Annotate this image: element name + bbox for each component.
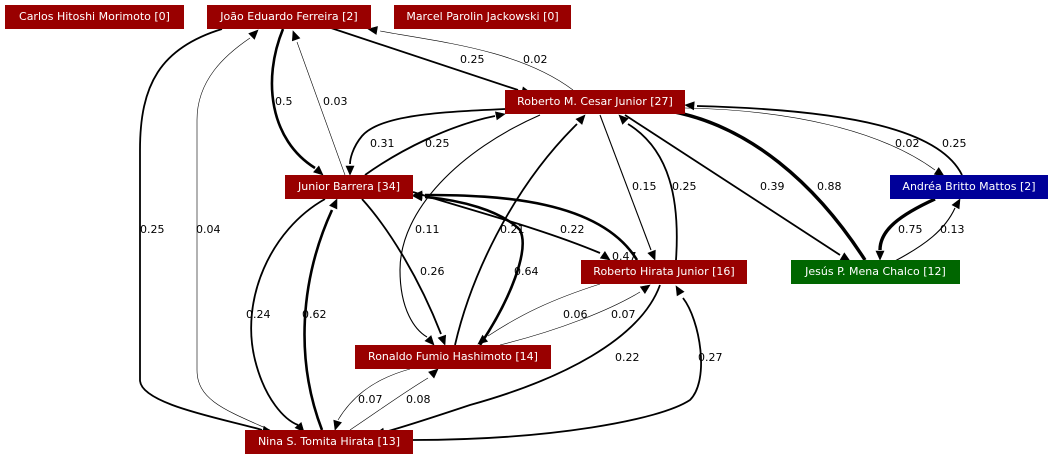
edge-label-rhirata-junior: 0.47 [612,250,637,263]
edge-nina-rhirata [412,297,702,441]
arrowhead-ronaldo-roberto [575,114,586,125]
node-joao-eduardo-ferreira[interactable]: João Eduardo Ferreira [2] [207,5,371,29]
edge-jesus-roberto [655,107,867,261]
edge-joao-nina [139,28,263,431]
edge-roberto-ronaldo [399,114,541,338]
arrowhead-andrea-jesus [875,250,885,261]
edge-roberto-andrea [684,107,936,171]
node-jesus-p-mena-chalco[interactable]: Jesús P. Mena Chalco [12] [791,260,960,284]
edge-label-ronaldo-rhirata: 0.07 [611,308,636,321]
node-junior-barrera[interactable]: Junior Barrera [34] [285,175,413,199]
arrowhead-nina-junior [329,198,338,210]
edge-andrea-roberto [696,105,963,176]
edge-joao-junior [270,28,316,170]
edge-label-joao-roberto: 0.25 [460,53,485,66]
edge-junior-roberto [364,115,496,176]
node-ronaldo-fumio-hashimoto[interactable]: Ronaldo Fumio Hashimoto [14] [355,345,551,369]
edge-label-roberto-rhirata: 0.15 [632,180,657,193]
edge-rhirata-nina [384,284,661,433]
arrowhead-roberto-junior [345,165,355,176]
arrowhead-nina-rhirata [675,285,685,297]
arrowhead-roberto-rhirata [647,249,656,261]
edge-label-rhirata-roberto: 0.25 [672,180,697,193]
node-carlos-hitoshi-morimoto[interactable]: Carlos Hitoshi Morimoto [0] [5,5,184,29]
edge-jesus-andrea [894,207,956,262]
edge-label-roberto-ronaldo: 0.11 [415,223,440,236]
edge-joao-roberto [330,27,519,91]
edge-label-nina-ronaldo: 0.08 [406,393,431,406]
edge-label-joao-nina: 0.25 [140,223,165,236]
arrowhead-junior-ronaldo [437,334,447,346]
edge-label-rhirata-ronaldo: 0.06 [563,308,588,321]
arrowhead-nina-joao [248,29,259,40]
edge-label-jesus-roberto: 0.88 [817,180,842,193]
edge-label-roberto-junior: 0.31 [370,137,395,150]
edge-rhirata-ronaldo [487,283,601,337]
arrowhead-junior-rhirata [599,251,611,261]
edge-junior-joao [296,41,346,176]
arrowhead-roberto-ronaldo [424,335,435,346]
arrowhead-junior-joao [291,30,301,42]
arrowhead-andrea-roberto [684,101,695,111]
edge-junior-nina [250,198,326,426]
edge-ronaldo-junior [424,195,524,346]
arrowhead-ronaldo-rhirata [639,284,651,294]
edge-nina-ronaldo [349,377,429,431]
edge-label-ronaldo-roberto: 0.21 [500,223,525,236]
edge-label-junior-roberto: 0.25 [425,137,450,150]
arrowhead-junior-nina [294,422,305,433]
edge-label-nina-rhirata: 0.27 [698,351,723,364]
arrowhead-nina-ronaldo [428,368,439,379]
edge-nina-joao [196,37,271,431]
edge-andrea-jesus [878,197,936,251]
edge-label-junior-rhirata: 0.22 [560,223,585,236]
edge-rhirata-junior [424,193,639,261]
edge-roberto-jesus [624,114,841,256]
arrowhead-junior-roberto [495,111,506,121]
edge-label-roberto-jesus: 0.39 [760,180,785,193]
edge-rhirata-roberto [627,123,678,261]
edge-label-rhirata-nina: 0.22 [615,351,640,364]
edge-roberto-rhirata [599,114,652,251]
edge-label-junior-ronaldo: 0.26 [420,265,445,278]
edge-nina-junior [303,209,334,431]
edge-label-andrea-roberto: 0.25 [942,137,967,150]
edge-label-nina-joao: 0.04 [196,223,221,236]
arrowhead-ronaldo-junior [412,192,423,202]
arrowhead-jesus-andrea [951,198,961,210]
node-andrea-britto-mattos[interactable]: Andréa Britto Mattos [2] [890,175,1048,199]
edge-label-roberto-andrea: 0.02 [895,137,920,150]
edge-roberto-junior [349,108,506,165]
arrowhead-rhirata-ronaldo [477,334,489,345]
edge-roberto-joao [379,30,574,91]
edge-label-ronaldo-junior: 0.64 [514,265,539,278]
edge-label-junior-joao: 0.03 [323,95,348,108]
node-nina-s-tomita-hirata[interactable]: Nina S. Tomita Hirata [13] [245,430,413,454]
arrowhead-joao-junior [313,165,324,176]
edge-label-andrea-jesus: 0.75 [898,223,923,236]
node-roberto-hirata-junior[interactable]: Roberto Hirata Junior [16] [581,260,747,284]
edge-label-junior-nina: 0.24 [246,308,271,321]
edge-junior-ronaldo [361,198,442,335]
edge-label-jesus-andrea: 0.13 [940,223,965,236]
arrowhead-ronaldo-nina [333,419,342,431]
edge-ronaldo-rhirata [499,291,641,346]
edge-ronaldo-nina [337,368,411,421]
arrowhead-rhirata-roberto [618,114,629,125]
edge-label-nina-junior: 0.62 [302,308,327,321]
edge-label-ronaldo-nina: 0.07 [358,393,383,406]
node-roberto-m-cesar-junior[interactable]: Roberto M. Cesar Junior [27] [505,90,685,114]
node-marcel-parolin-jackowski[interactable]: Marcel Parolin Jackowski [0] [394,5,571,29]
edge-label-joao-junior: 0.5 [275,95,293,108]
edge-label-roberto-joao: 0.02 [523,53,548,66]
edge-ronaldo-roberto [454,123,578,346]
